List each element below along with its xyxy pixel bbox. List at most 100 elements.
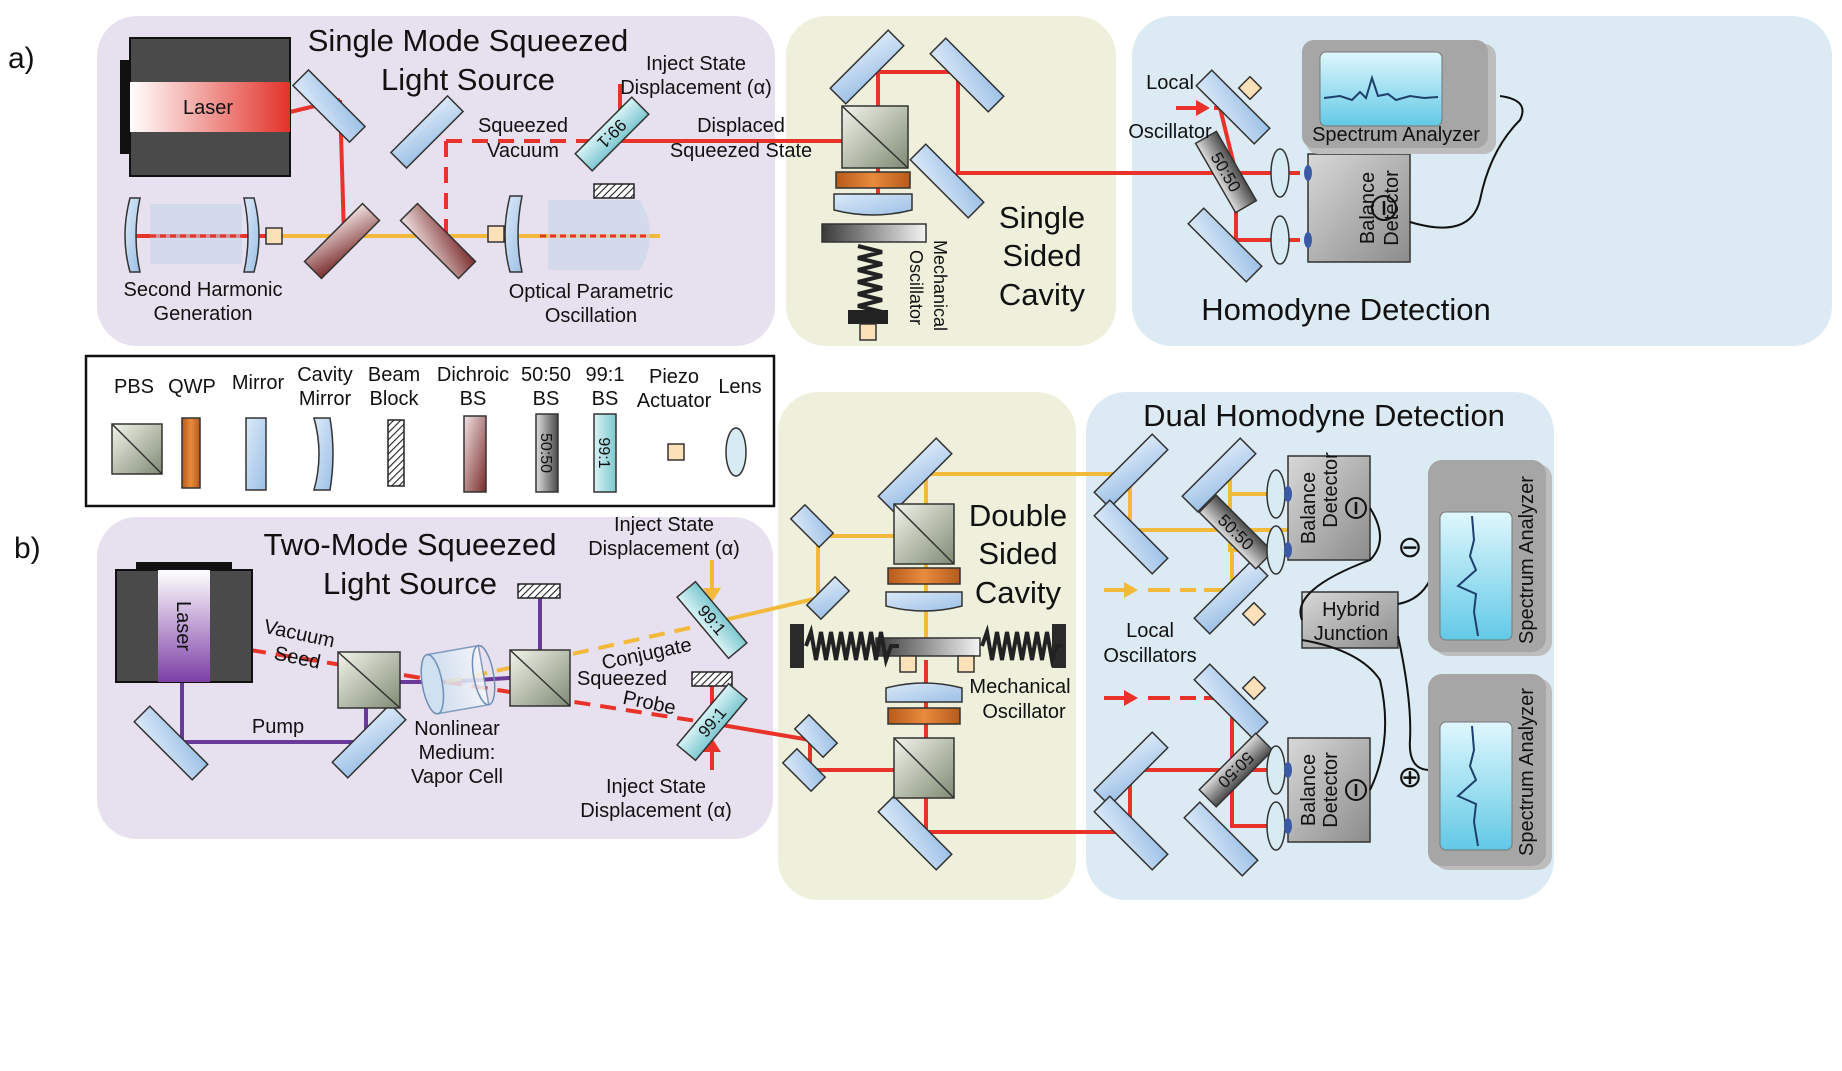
conjugate-2: Squeezed [577, 668, 667, 690]
inject-state-a-2: Displacement (α) [620, 77, 772, 99]
detector-a-1: Balance [1357, 172, 1379, 244]
mirror-f1 [1093, 433, 1169, 509]
detector-b1-1: Balance [1298, 472, 1320, 544]
vapor-cell [420, 644, 496, 715]
spectrum-a-label: Spectrum Analyzer [1312, 124, 1480, 146]
mirror-b1 [829, 29, 905, 105]
pbs-d2 [509, 649, 571, 707]
mirror-f7 [1093, 795, 1169, 871]
legend-item-lens: Lens [718, 376, 762, 477]
hybrid-1: Hybrid [1322, 599, 1380, 621]
shg-cavity [124, 197, 283, 273]
dichroic-a1 [303, 202, 381, 280]
cavity-mirror-icon [313, 417, 334, 491]
legend-item-qwp: QWP [168, 376, 216, 489]
mirror-e1 [789, 503, 835, 549]
dual-homodyne-title: Dual Homodyne Detection [1143, 398, 1505, 433]
medium-2: Medium: [419, 742, 496, 764]
legend-piezo-1: Piezo [649, 366, 699, 388]
beam-block-d1 [517, 583, 561, 599]
legend-item-dichroic: Dichroic BS [437, 364, 509, 493]
cavity-mirror-e1 [885, 591, 963, 612]
homodyne-detection: 50:50 Balance Detector Spectrum Analyzer… [1128, 40, 1524, 327]
piezo-f1 [1241, 601, 1267, 627]
mirror-d2 [331, 703, 407, 779]
pbs-e2 [893, 737, 955, 799]
detector-b2-1: Balance [1298, 754, 1320, 826]
dichroic-bs-icon [463, 415, 487, 493]
local-oscillators-1: Local [1126, 620, 1174, 642]
mirror-f5 [1193, 663, 1269, 739]
component-legend: PBS QWP Mirror Cavity Mirror Beam Block … [84, 354, 776, 508]
mech-osc-a-2: Oscillator [906, 250, 926, 325]
displaced-state-2: Squeezed State [670, 140, 812, 162]
spring-b-right [980, 624, 1063, 668]
laser-label-b: Laser [172, 601, 194, 651]
qwp-e1 [887, 567, 961, 585]
legend-5050-1: 50:50 [521, 364, 571, 386]
double-cavity-label-1: Double [969, 498, 1067, 533]
single-sided-cavity: Single Sided Cavity Mechanical Oscillato… [821, 29, 1220, 341]
hybrid-2: Junction [1314, 623, 1389, 645]
legend-qwp-1: QWP [168, 376, 216, 398]
legend-block-1: Beam [368, 364, 420, 386]
piezo-c [1237, 75, 1263, 101]
homodyne-title: Homodyne Detection [1201, 292, 1491, 327]
cable-a [1409, 95, 1524, 229]
spectrum-b2-label: Spectrum Analyzer [1516, 688, 1538, 856]
qwp-icon [181, 417, 201, 489]
balance-detector-a: Balance Detector [1304, 153, 1411, 263]
legend-5050-tag: 50:50 [537, 433, 554, 473]
mech-osc-b-1: Mechanical [969, 676, 1070, 698]
bs-991-b2: 99:1 [676, 682, 748, 762]
mirror-e6 [877, 795, 953, 871]
panel-label-b: b) [14, 532, 41, 565]
displaced-state-1: Displaced [697, 115, 785, 137]
lens-f4 [1266, 801, 1286, 851]
detector-b1-2: Detector [1320, 452, 1342, 528]
cable-b1 [1299, 507, 1381, 621]
balance-detector-b1: Balance Detector [1284, 452, 1371, 561]
opo-cavity [487, 195, 650, 273]
mirror-e3 [793, 713, 839, 759]
legend-item-piezo: Piezo Actuator [637, 366, 712, 461]
legend-item-5050: 50:50 BS 50:50 [521, 364, 571, 493]
mechanical-oscillator-a [821, 223, 927, 243]
mirror-f6 [1093, 731, 1169, 807]
legend-lens-1: Lens [718, 376, 761, 398]
panel-label-a: a) [8, 42, 35, 75]
bs-5050-b2: 50:50 [1198, 732, 1274, 808]
shg-label-2: Generation [154, 303, 253, 325]
legend-item-pbs: PBS [111, 376, 163, 475]
double-cavity-label-2: Sided [978, 536, 1057, 571]
mirror-a2 [389, 94, 465, 170]
legend-dichroic-1: Dichroic [437, 364, 509, 386]
mirror-f4 [1193, 559, 1269, 635]
dual-homodyne: 50:50 50:50 Balance Detector Balance Det… [1093, 398, 1552, 877]
legend-item-991: 99:1 BS 99:1 [586, 364, 624, 493]
legend-piezo-2: Actuator [637, 390, 712, 412]
lens-f2 [1266, 525, 1286, 575]
spring-b-left [804, 624, 899, 668]
double-sided-cavity: Double Sided Cavity Mechanical Oscillato… [781, 437, 1300, 871]
mech-osc-b-2: Oscillator [982, 701, 1066, 723]
local-osc-a-1: Local [1146, 72, 1194, 94]
lens-c1 [1270, 148, 1290, 198]
legend-991-2: BS [592, 388, 619, 410]
bs-991-icon [593, 413, 617, 493]
single-cavity-label-3: Cavity [999, 277, 1086, 312]
legend-cavity-2: Mirror [299, 388, 352, 410]
balance-detector-b2: Balance Detector [1284, 737, 1371, 843]
cavity-mirror-e2 [885, 682, 963, 703]
mirror-e4 [781, 747, 827, 793]
local-osc-a-2: Oscillator [1128, 121, 1212, 143]
inject-state-a-1: Inject State [646, 53, 746, 75]
single-cavity-label-1: Single [999, 200, 1085, 235]
piezo-f2 [1241, 675, 1267, 701]
single-mode-title-1: Single Mode Squeezed [308, 23, 629, 58]
mechanical-oscillator-b [875, 637, 981, 657]
legend-cavity-1: Cavity [297, 364, 353, 386]
mirror-f3 [1093, 499, 1169, 575]
